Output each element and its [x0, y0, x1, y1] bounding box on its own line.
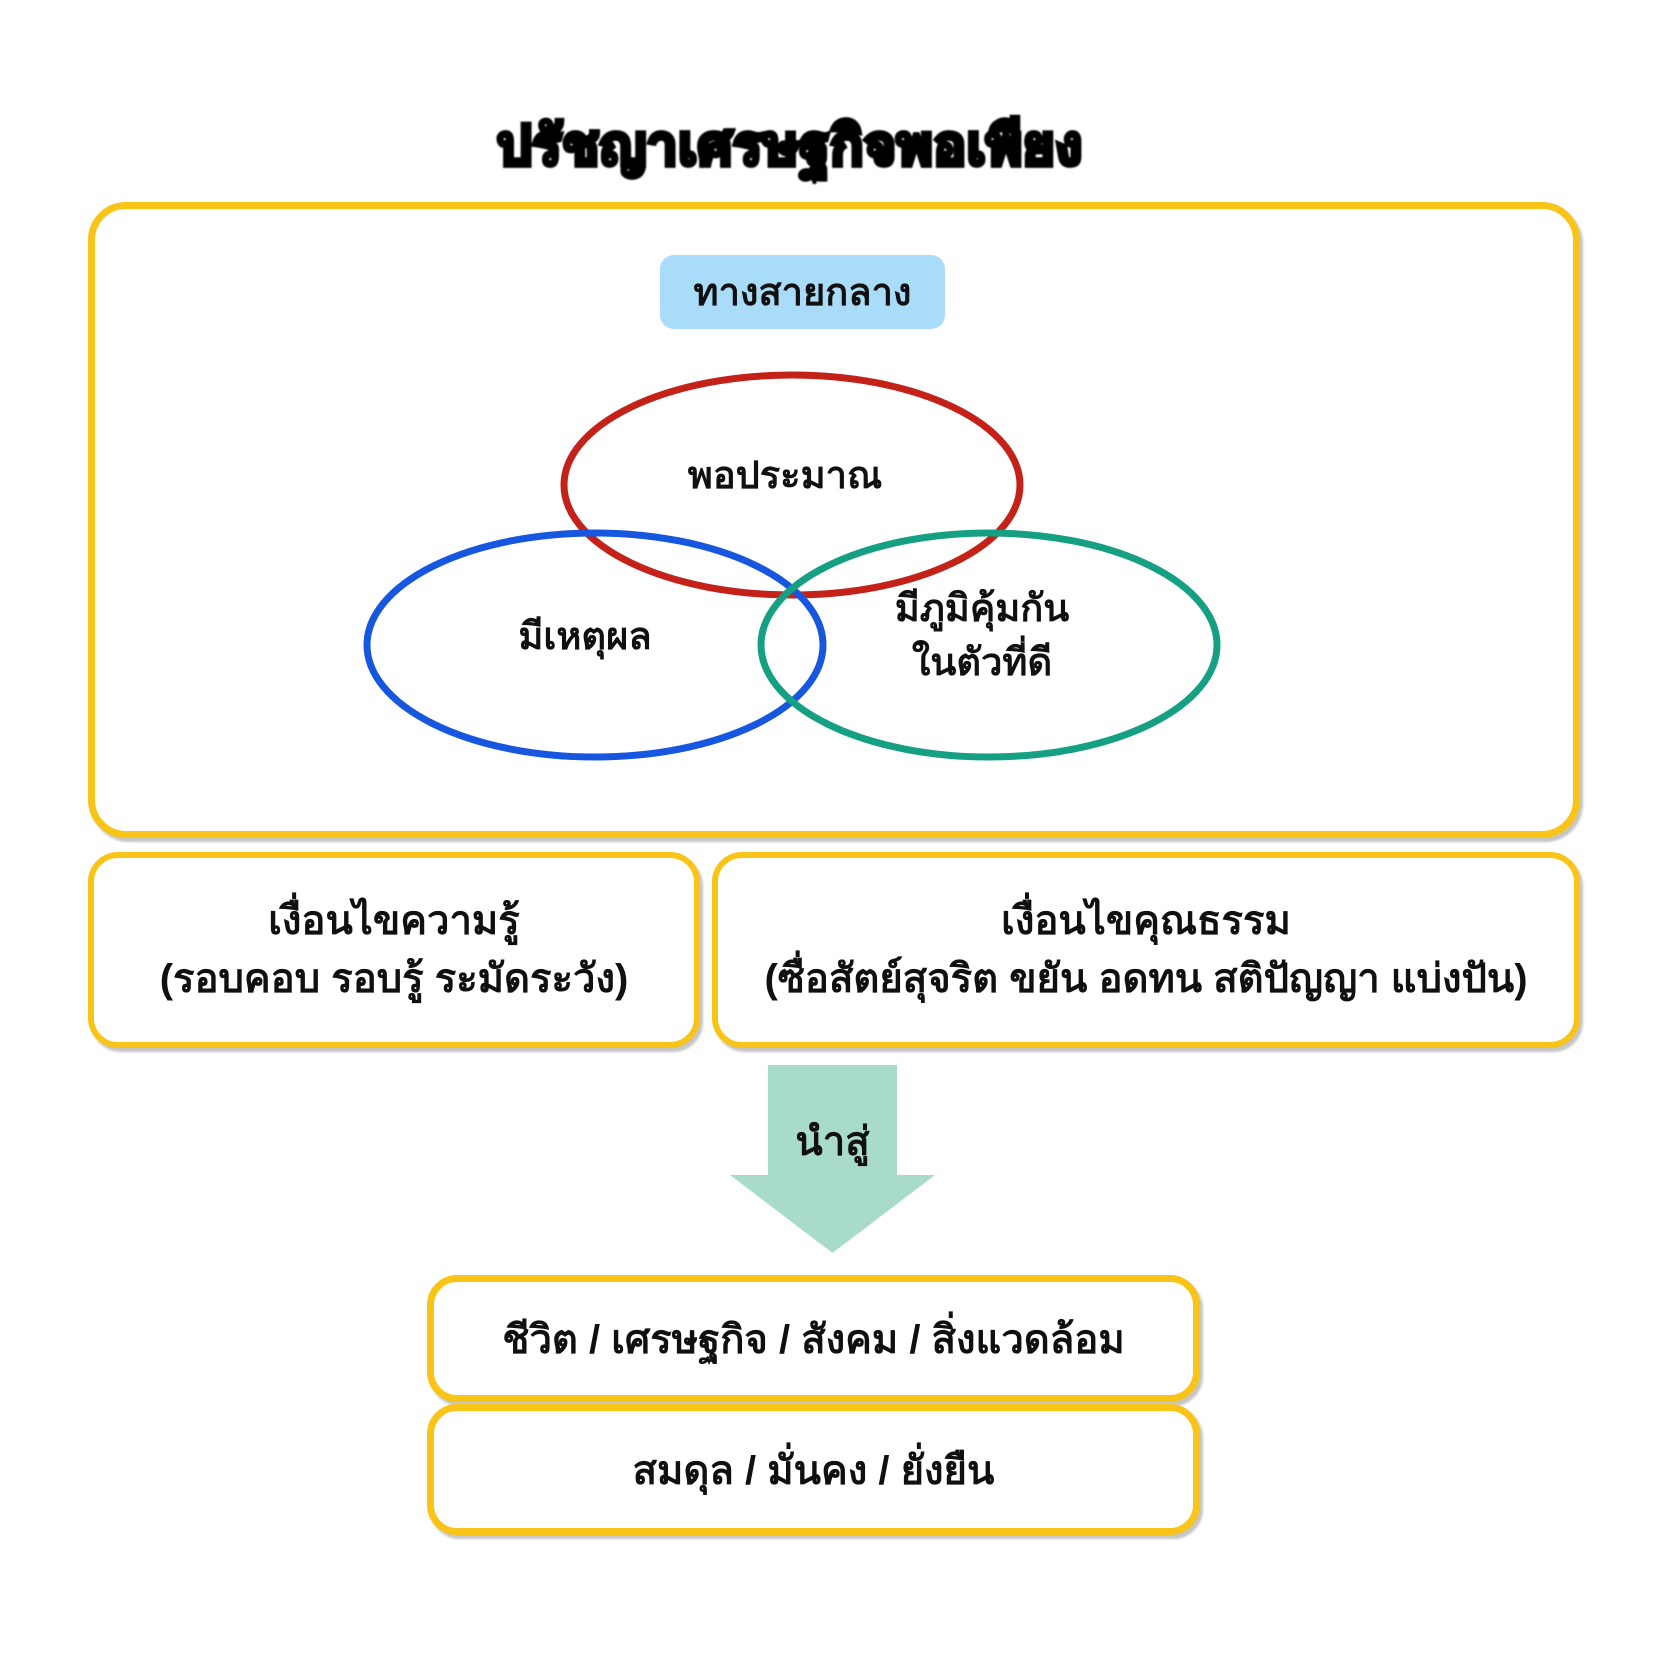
virtue-condition-detail: (ซื่อสัตย์สุจริต ขยัน อดทน สติปัญญา แบ่ง…: [764, 957, 1528, 1001]
outcome-qualities-text: สมดุล / มั่นคง / ยั่งยืน: [632, 1448, 995, 1493]
moderation-ellipse: [560, 371, 1024, 599]
immunity-label-line1: มีภูมิคุ้มกัน: [894, 588, 1070, 630]
knowledge-condition-box: เงื่อนไขความรู้ (รอบคอบ รอบรู้ ระมัดระวั…: [88, 852, 700, 1048]
knowledge-condition-title: เงื่อนไขความรู้: [268, 899, 520, 943]
immunity-label: มีภูมิคุ้มกัน ในตัวที่ดี: [832, 582, 1132, 690]
immunity-label-line2: ในตัวที่ดี: [911, 642, 1053, 684]
virtue-condition-title: เงื่อนไขคุณธรรม: [1001, 899, 1291, 943]
knowledge-condition-detail: (รอบคอบ รอบรู้ ระมัดระวัง): [159, 957, 629, 1001]
virtue-condition-box: เงื่อนไขคุณธรรม (ซื่อสัตย์สุจริต ขยัน อด…: [712, 852, 1580, 1048]
reasonableness-ellipse: [363, 529, 827, 761]
outcome-domains-text: ชีวิต / เศรษฐกิจ / สังคม / สิ่งแวดล้อม: [502, 1317, 1125, 1362]
outcome-box-domains: ชีวิต / เศรษฐกิจ / สังคม / สิ่งแวดล้อม: [427, 1275, 1200, 1402]
outcome-box-qualities: สมดุล / มั่นคง / ยั่งยืน: [427, 1404, 1200, 1535]
middle-path-badge: ทางสายกลาง: [660, 255, 945, 329]
moderation-label: พอประมาณ: [687, 455, 883, 497]
immunity-ellipse: [757, 529, 1221, 761]
page-title: ปรัชญาเศรษฐกิจพอเพียง: [495, 114, 1085, 179]
venn-diagram: [363, 371, 1221, 761]
reasonableness-label: มีเหตุผล: [518, 616, 652, 658]
leads-to-label: นำสู่: [795, 1120, 870, 1164]
